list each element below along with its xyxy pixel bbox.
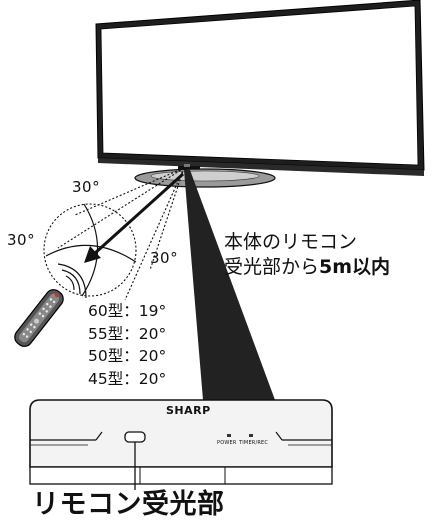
- model-item: 50型：20°: [88, 347, 167, 365]
- signal-waves-icon: [57, 263, 87, 299]
- timer-label: TIMER/REC: [239, 440, 269, 446]
- sensor-caption: リモコン受光部: [32, 489, 225, 520]
- reception-cone: [57, 167, 185, 301]
- model-item: 55型：20°: [88, 324, 167, 343]
- angle-label-left: 30°: [7, 231, 36, 249]
- panel-sensor-window: [124, 431, 146, 443]
- model-item: 45型：20°: [88, 369, 167, 388]
- tv-sensor: [184, 164, 190, 167]
- range-note: 本体のリモコン 受光部から5m以内: [224, 230, 390, 280]
- direction-arrow: [92, 172, 185, 256]
- range-note-line2: 受光部から5m以内: [224, 256, 391, 278]
- model-item: 60型：19°: [88, 302, 167, 320]
- range-distance: 5m以内: [319, 256, 391, 278]
- angle-label-top: 30°: [72, 178, 101, 196]
- tv-screen: [100, 5, 419, 166]
- arrow-head: [84, 246, 101, 263]
- sensor-beam: [184, 170, 275, 400]
- remote-control-icon: [14, 289, 64, 347]
- tv-bottom-bezel: [98, 158, 424, 176]
- tv-illustration: [95, 0, 425, 188]
- model-angle-list: 60型：19° 55型：20° 50型：20° 45型：20°: [88, 300, 166, 390]
- angle-arc-horizontal: [45, 244, 137, 263]
- power-label: POWER: [217, 440, 237, 446]
- angle-circle: [43, 203, 137, 297]
- front-panel: [29, 399, 333, 490]
- timer-led: [249, 434, 253, 437]
- brand-logo: SHARP: [166, 404, 211, 417]
- power-led: [227, 434, 231, 437]
- angle-label-right: 30°: [150, 249, 179, 267]
- range-note-line1: 本体のリモコン: [224, 231, 358, 253]
